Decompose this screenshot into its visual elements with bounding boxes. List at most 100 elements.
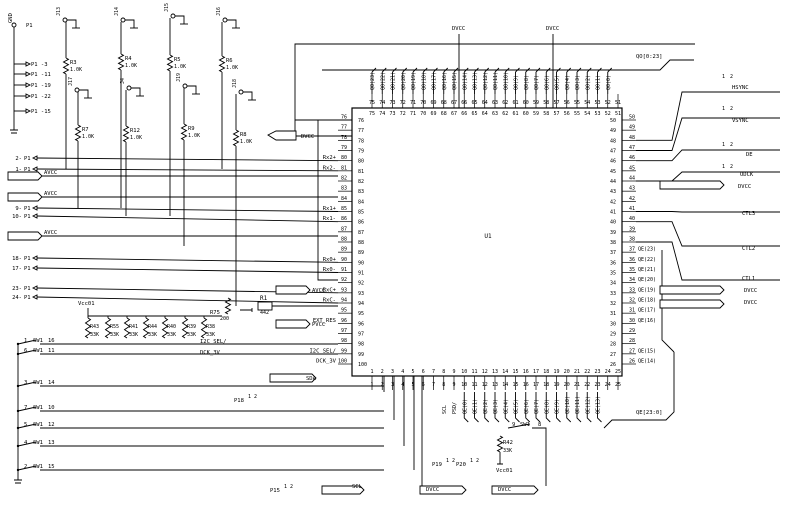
qe-drop-7 [515,392,520,423]
pullup-ref-4: R40 [167,324,176,330]
qe-drop-4 [484,392,490,423]
pin-num-inner-56: 56 [564,111,570,117]
pin-num-outer-60: 60 [523,100,529,106]
pin-num-outer-93: 93 [341,287,347,293]
pin-num-inner-47: 47 [610,149,616,155]
pin-num-outer-16: 16 [523,382,529,388]
pin-num-inner-34: 34 [610,281,616,287]
switch-ref-0: SW1 [33,338,43,344]
switch-num-b-2: 14 [48,380,55,386]
switch-ref-6: SW1 [33,464,43,470]
u1-ic-body [351,107,623,377]
out-label-ctl2: CTL2 [742,246,755,252]
test-point-pin2-3: 2 [290,484,293,490]
qo-entry-18 [556,67,561,73]
pin-num-outer-33: 33 [629,287,635,293]
right-label-27: QE(15) [638,348,656,354]
jumper-ref-2: J15 [164,3,170,12]
connector-wire-5 [36,267,339,273]
right-label-26: QE(14) [638,359,656,365]
pin-num-outer-3: 3 [391,382,394,388]
pin-num-inner-84: 84 [358,199,364,205]
jumper-0 [62,17,68,23]
top-label-3: QO(20) [401,72,407,90]
pin-num-outer-65: 65 [471,100,477,106]
top-label-12: QO(11) [493,72,499,90]
sw-dck-label: DCK_3V [200,350,221,356]
pin-num-inner-86: 86 [358,220,364,226]
pin-num-inner-49: 49 [610,128,616,134]
switch-ref-2: SW1 [33,380,43,386]
jumper-gnd-5 [131,87,141,96]
sw1-pin-b: 8 [538,422,541,428]
top-label-10: QO(13) [473,72,479,90]
input-resistor-value-6: 1.0K [188,133,200,139]
top-label-11: QO(12) [483,72,489,90]
test-point-pin1-0: 1 [248,394,251,400]
p1-label-4: P1 -15 [31,109,51,115]
top-label-16: QO(7) [534,75,540,90]
pin-num-outer-62: 62 [502,100,508,106]
top-label-1: QO(22) [380,72,386,90]
pin-num-inner-21: 21 [574,369,580,375]
qe-drop-12 [566,392,572,423]
pullup-value-1: 33K [110,332,119,338]
left-connectors: 2-P11-P19-P110-P118-P117-P123-P124-P1AVC… [7,120,339,304]
out-label-de: DE [746,152,753,158]
pin-num-outer-52: 52 [605,100,611,106]
pin-num-outer-18: 18 [543,382,549,388]
top-pin-labels: QO(23)QO(22)QO(21)QO(20)QO(19)QO(18)QO(1… [370,67,613,94]
qe-drop-2 [463,392,469,423]
out-wire-vsync [636,117,780,151]
pin-num-outer-55: 55 [574,100,580,106]
switch-wire-5 [17,441,384,447]
pin-num-inner-87: 87 [358,230,364,236]
input-resistor-ref-4: R7 [82,127,89,133]
pin-num-inner-42: 42 [610,199,616,205]
bottom-label-3: QE(1) [473,399,479,414]
pin-num-inner-35: 35 [610,271,616,277]
test-point-3: P15 [270,488,280,494]
pin-num-outer-8: 8 [442,382,445,388]
qo-entry-5 [422,67,428,73]
pin-num-outer-31: 31 [629,308,635,314]
top-label-19: QO(4) [565,75,571,90]
input-resistor-value-3: 1.0K [226,65,238,71]
pullup-0 [84,317,92,339]
r1-value: 442 [260,310,269,316]
right-jumper-pin2-0: 2 [730,74,733,80]
right-label-37: QE(23) [638,247,656,253]
out-label-ctl1: CTL1 [742,276,755,282]
avcc-label-1: AVCC [44,191,57,197]
pin-num-inner-50: 50 [610,118,616,124]
pullup-ref-3: R44 [148,324,157,330]
pin-num-outer-100: 100 [338,359,347,365]
qo-entry-8 [453,67,459,73]
sw1-bottom-wire [507,423,547,486]
pin-num-inner-8: 8 [442,369,445,375]
jumper-ref-7: J18 [232,79,238,88]
dvcc-bottom-label-2: DVCC [498,487,511,493]
pin-num-outer-28: 28 [629,338,635,344]
jumper-gnd-4 [79,89,89,98]
top-label-23: QO(0) [606,75,612,90]
input-resistor-ref-1: R4 [125,56,132,62]
svg-text:P1: P1 [26,23,33,29]
pin-num-outer-68: 68 [441,100,447,106]
pin-num-outer-15: 15 [512,382,518,388]
input-resistor-value-1: 1.0K [125,63,137,69]
connector-num-1: 1- [15,167,22,173]
input-resistor-value-0: 1.0K [70,67,82,73]
r1-ref: R1 [260,295,268,302]
connector-num-5: 17- [12,266,22,272]
test-point-2: P20 [456,462,466,468]
pin-num-inner-40: 40 [610,220,616,226]
pullup-value-4: 33K [167,332,176,338]
pin-num-inner-41: 41 [610,210,616,216]
p1-arrow-2 [25,82,32,88]
pin-num-outer-94: 94 [341,298,347,304]
dvcc-right-port-0 [659,180,725,190]
pin-num-inner-97: 97 [358,332,364,338]
pin-num-outer-92: 92 [341,277,347,283]
p1-arrow-3 [25,93,32,99]
